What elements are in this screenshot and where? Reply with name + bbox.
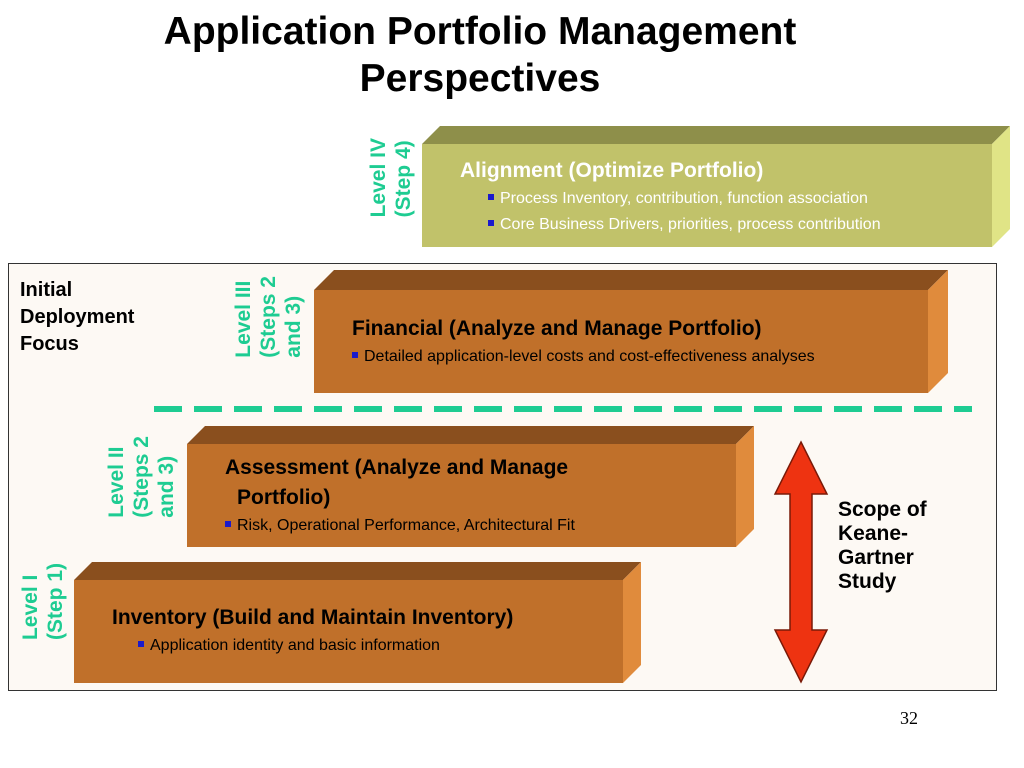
- level-iii-steps: (Steps 2: [257, 276, 280, 358]
- assessment-heading: Assessment (Analyze and Manage: [225, 456, 569, 479]
- bullet-icon: [488, 194, 494, 200]
- bullet-icon: [225, 521, 231, 527]
- inventory-block: Inventory (Build and Maintain Inventory)…: [74, 562, 641, 683]
- alignment-bullet: Process Inventory, contribution, functio…: [488, 186, 881, 212]
- level-ii-steps: (Steps 2: [130, 436, 153, 518]
- inventory-heading: Inventory (Build and Maintain Inventory): [112, 606, 514, 629]
- assessment-heading-cont: Portfolio): [237, 486, 331, 509]
- alignment-bullet: Core Business Drivers, priorities, proce…: [488, 212, 881, 238]
- level-ii-name: Level II: [105, 446, 128, 518]
- assessment-block: Assessment (Analyze and Manage Portfolio…: [187, 426, 754, 547]
- financial-heading: Financial (Analyze and Manage Portfolio): [352, 317, 762, 340]
- alignment-heading: Alignment (Optimize Portfolio): [460, 159, 764, 182]
- inventory-bullet: Application identity and basic informati…: [112, 633, 513, 659]
- deployment-divider: [154, 406, 972, 412]
- slide-title: Application Portfolio Management Perspec…: [163, 10, 797, 100]
- level-iii-steps-2: and 3): [282, 295, 305, 358]
- page-number: 32: [900, 708, 918, 728]
- level-ii-steps-2: and 3): [155, 455, 178, 518]
- bullet-icon: [488, 220, 494, 226]
- initial-deployment-focus-label: Initial Deployment Focus: [20, 279, 135, 355]
- level-iv-steps: (Step 4): [392, 140, 415, 218]
- level-ii-label: Level II (Steps 2 and 3): [104, 436, 179, 518]
- level-i-label: Level I (Step 1): [18, 563, 68, 640]
- scope-label: Scope of Keane- Gartner Study: [838, 498, 927, 593]
- alignment-block-shape: [422, 126, 1010, 247]
- inventory-block-shape: [74, 562, 641, 683]
- financial-block: Financial (Analyze and Manage Portfolio)…: [314, 270, 948, 393]
- level-iv-name: Level IV: [367, 138, 390, 218]
- financial-bullet: Detailed application-level costs and cos…: [352, 344, 815, 370]
- assessment-bullet: Risk, Operational Performance, Architect…: [225, 513, 575, 539]
- level-i-name: Level I: [19, 574, 42, 641]
- level-iv-label: Level IV (Step 4): [366, 138, 416, 217]
- alignment-block: Alignment (Optimize Portfolio) Process I…: [422, 126, 1010, 247]
- scope-double-arrow-icon: [773, 440, 829, 684]
- financial-block-shape: [314, 270, 948, 393]
- assessment-block-shape: [187, 426, 754, 547]
- bullet-icon: [352, 352, 358, 358]
- level-iii-name: Level III: [232, 280, 255, 358]
- bullet-icon: [138, 641, 144, 647]
- level-i-steps: (Step 1): [44, 563, 67, 641]
- level-iii-label: Level III (Steps 2 and 3): [231, 276, 306, 358]
